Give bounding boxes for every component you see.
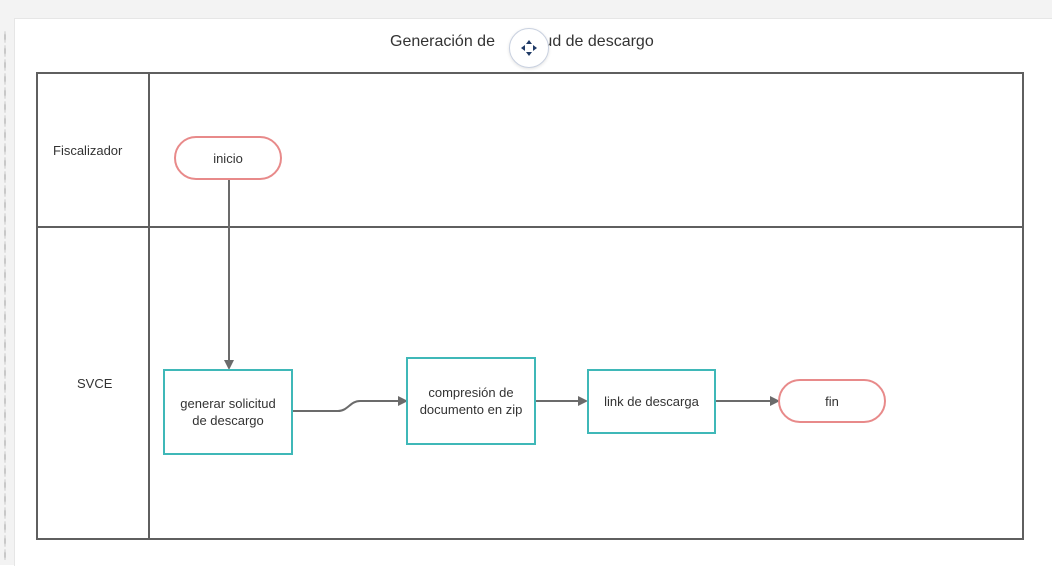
diagram-title-left: Generación de: [390, 33, 495, 50]
process-compress-document[interactable]: compresión de documento en zip: [406, 357, 536, 445]
end-node[interactable]: fin: [778, 379, 886, 423]
lane-label-fiscalizador[interactable]: Fiscalizador: [53, 143, 123, 158]
swimlane-pool[interactable]: [36, 72, 1024, 540]
start-node[interactable]: inicio: [174, 136, 282, 180]
diagram-title[interactable]: Generación de tud de descargo: [390, 33, 654, 51]
lane-header-divider: [148, 72, 150, 540]
move-arrows-icon: [521, 40, 537, 56]
start-node-label: inicio: [213, 150, 243, 166]
process-compress-document-label: compresión de documento en zip: [419, 385, 523, 417]
connector-generate-to-compress: [292, 396, 408, 412]
end-node-label: fin: [825, 393, 839, 409]
lane-label-svce[interactable]: SVCE: [77, 376, 113, 391]
vertical-ruler-dots: [4, 30, 6, 560]
lane-divider: [36, 226, 1024, 228]
diagram-page: [14, 18, 1052, 566]
process-download-link[interactable]: link de descarga: [587, 369, 716, 434]
diagram-title-right: tud de descargo: [538, 33, 654, 50]
process-generate-request[interactable]: generar solicitud de descargo: [163, 369, 293, 455]
process-generate-request-label: generar solicitud de descargo: [180, 396, 276, 428]
process-download-link-label: link de descarga: [604, 394, 699, 409]
move-handle[interactable]: [509, 28, 549, 68]
